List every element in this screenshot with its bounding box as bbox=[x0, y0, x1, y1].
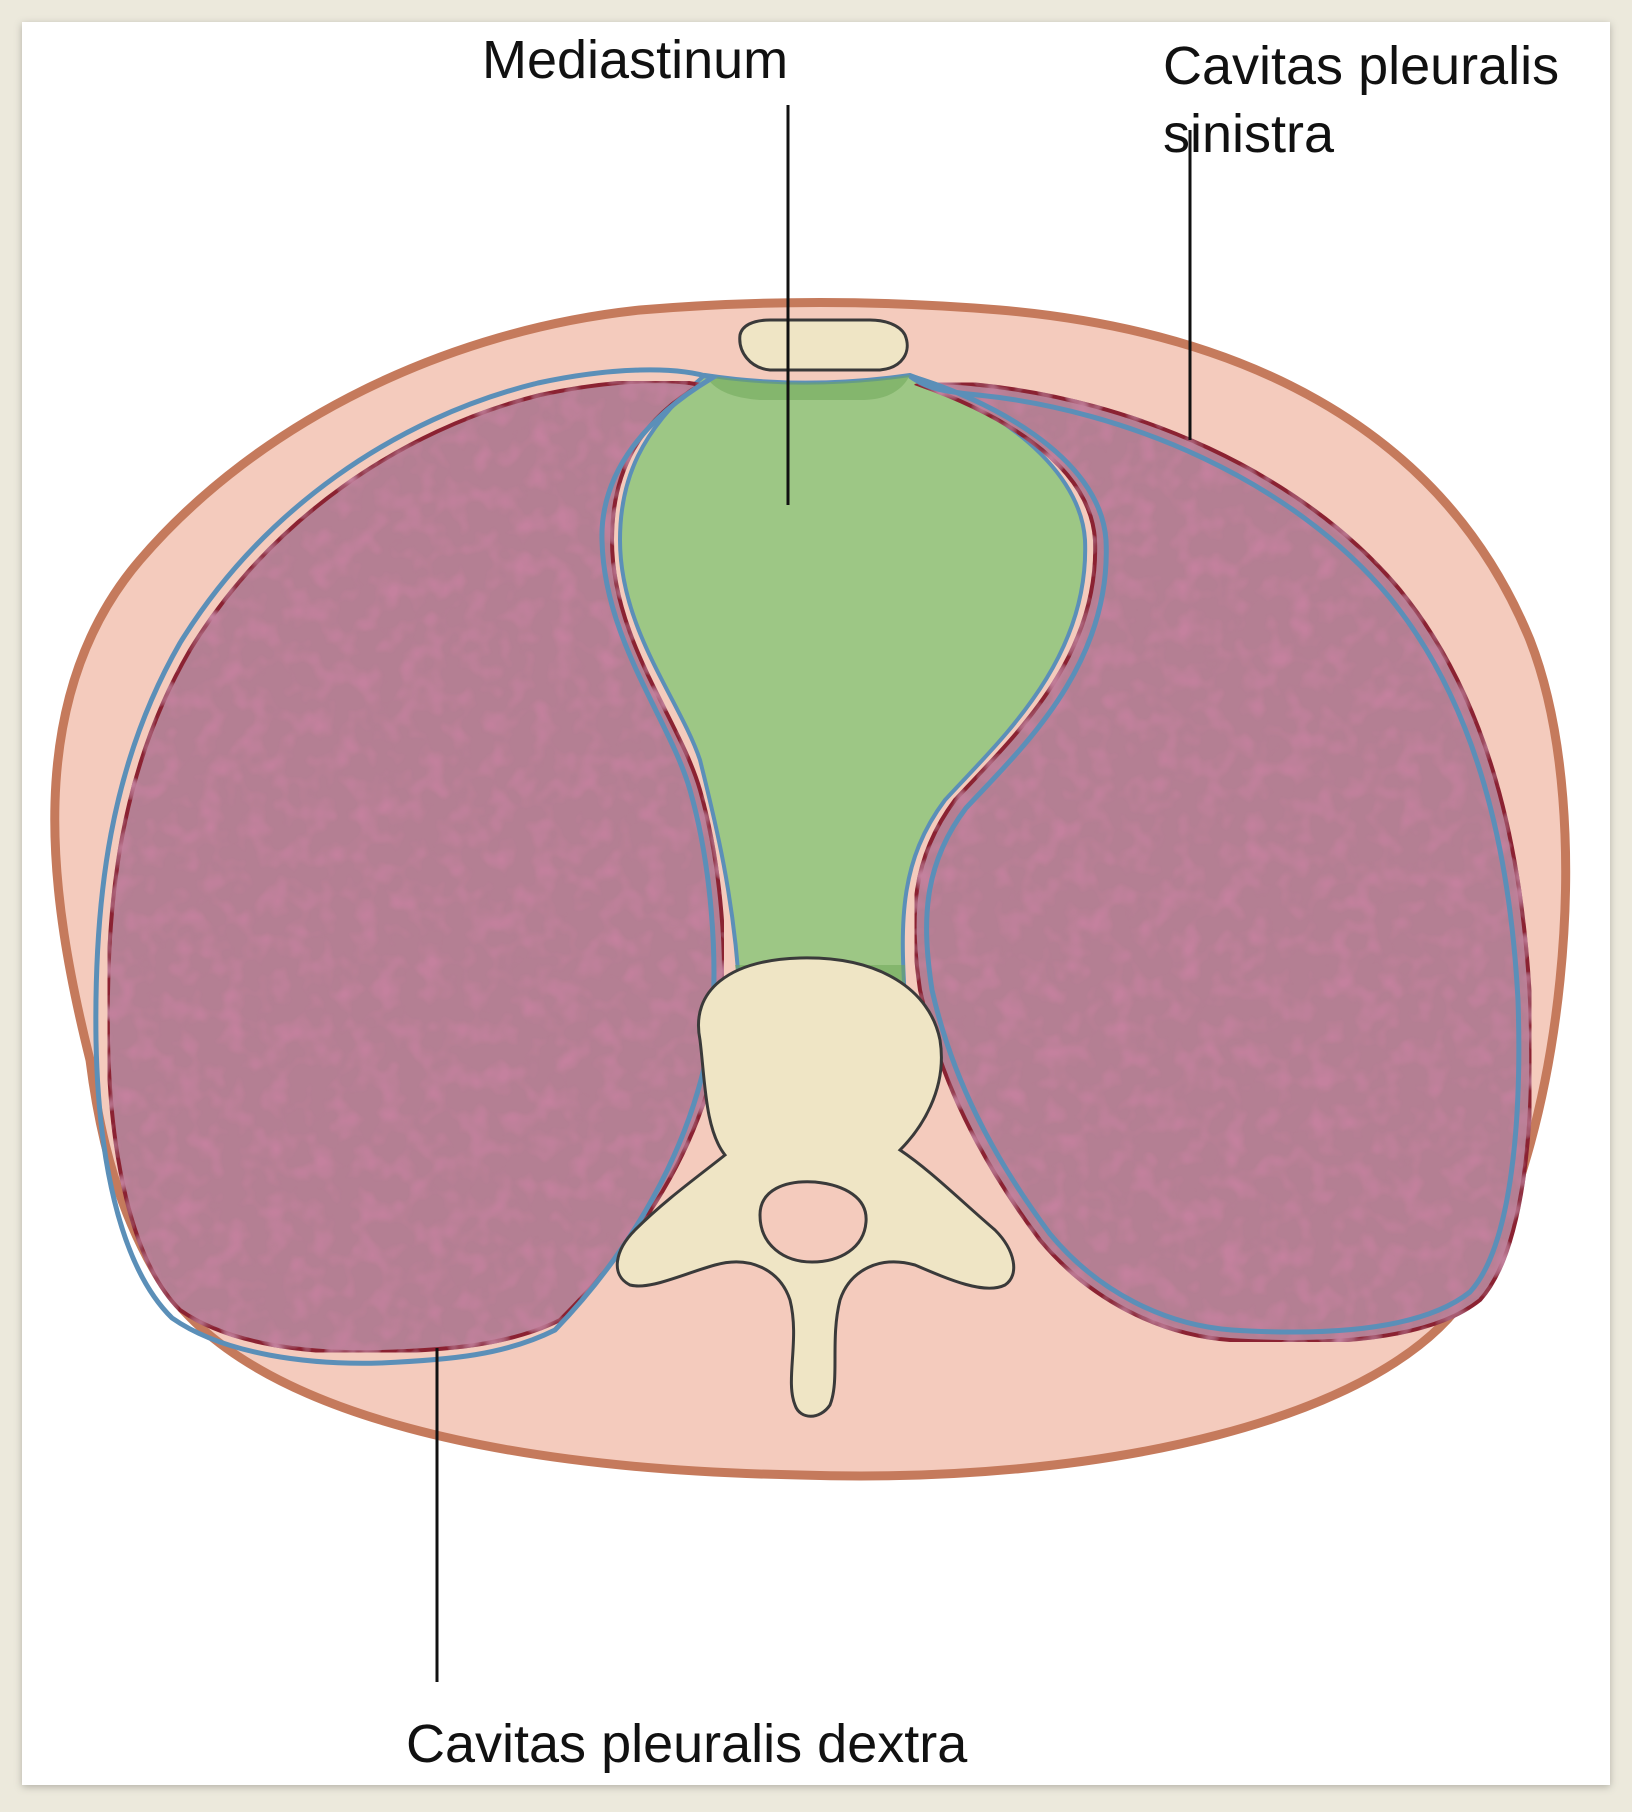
left-cavity-label-line1: Cavitas pleuralis bbox=[1163, 36, 1559, 96]
sternum bbox=[740, 320, 907, 370]
left-cavity-label-line2: sinistra bbox=[1163, 104, 1335, 164]
right-cavity-label: Cavitas pleuralis dextra bbox=[406, 1714, 968, 1774]
mediastinum-label: Mediastinum bbox=[482, 30, 788, 90]
vertebral-foramen bbox=[760, 1182, 866, 1262]
